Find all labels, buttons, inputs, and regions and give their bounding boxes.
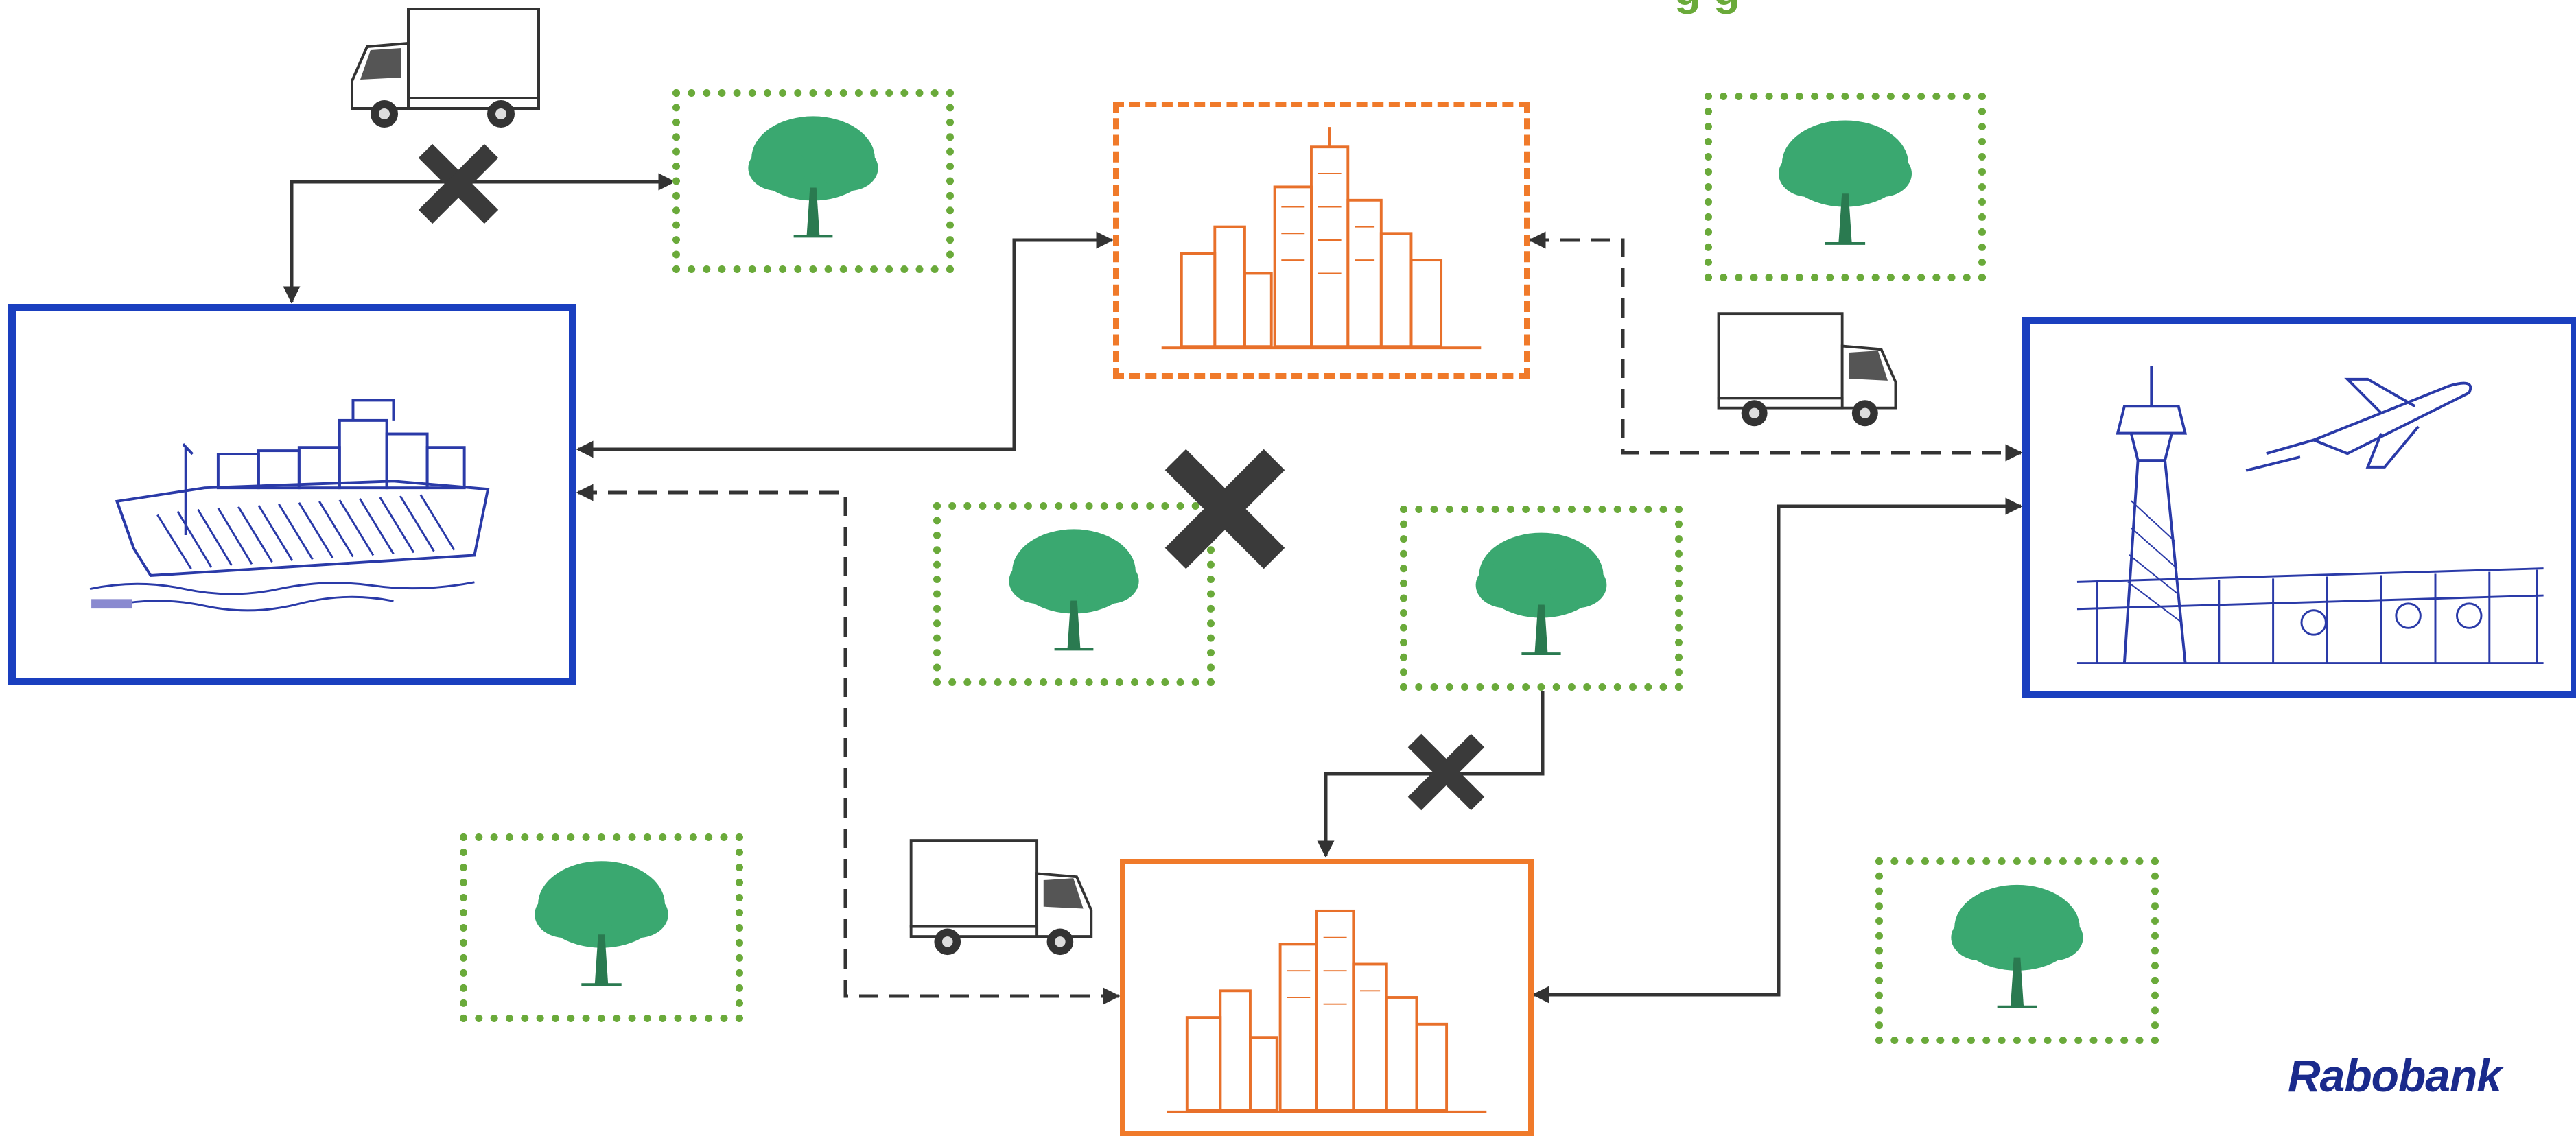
rabobank-logo: Rabobank xyxy=(2287,1050,2502,1101)
tree-icon xyxy=(748,116,878,238)
city-skyline-icon xyxy=(1167,909,1487,1113)
green-area-3 xyxy=(933,502,1215,686)
city-skyline-icon xyxy=(1161,127,1482,350)
green-area-5 xyxy=(460,833,743,1022)
green-area-4 xyxy=(1400,506,1683,691)
airport-node xyxy=(2022,317,2576,698)
city-top-node xyxy=(1113,102,1530,379)
blocked-x-icon xyxy=(1164,449,1285,569)
partial-title: g g xyxy=(1674,0,1740,15)
link-airport-cityBottom xyxy=(1532,497,2023,1004)
blocked-x-icon xyxy=(1407,733,1485,811)
green-area-6 xyxy=(1875,857,2159,1044)
container-ship-icon xyxy=(89,399,490,612)
truck-icon xyxy=(909,839,1093,956)
truck-icon xyxy=(1717,312,1897,427)
port-node xyxy=(8,304,576,685)
tree-icon xyxy=(1779,120,1912,245)
city-bottom-node xyxy=(1120,859,1534,1136)
tree-icon xyxy=(1475,532,1607,655)
tree-icon xyxy=(1951,884,2083,1008)
link-cityTop-airport-dashed xyxy=(1528,231,2023,462)
link-port-greenTL xyxy=(283,173,676,304)
green-area-2 xyxy=(1705,93,1986,281)
link-port-cityBottom-dashed xyxy=(576,484,1121,1005)
blocked-x-icon xyxy=(418,143,499,224)
tree-icon xyxy=(535,861,668,986)
airport-tower-plane-icon xyxy=(2076,366,2544,665)
link-port-cityTop xyxy=(576,231,1114,458)
tree-icon xyxy=(1009,529,1139,651)
green-area-1 xyxy=(672,89,954,273)
truck-icon xyxy=(351,8,540,128)
